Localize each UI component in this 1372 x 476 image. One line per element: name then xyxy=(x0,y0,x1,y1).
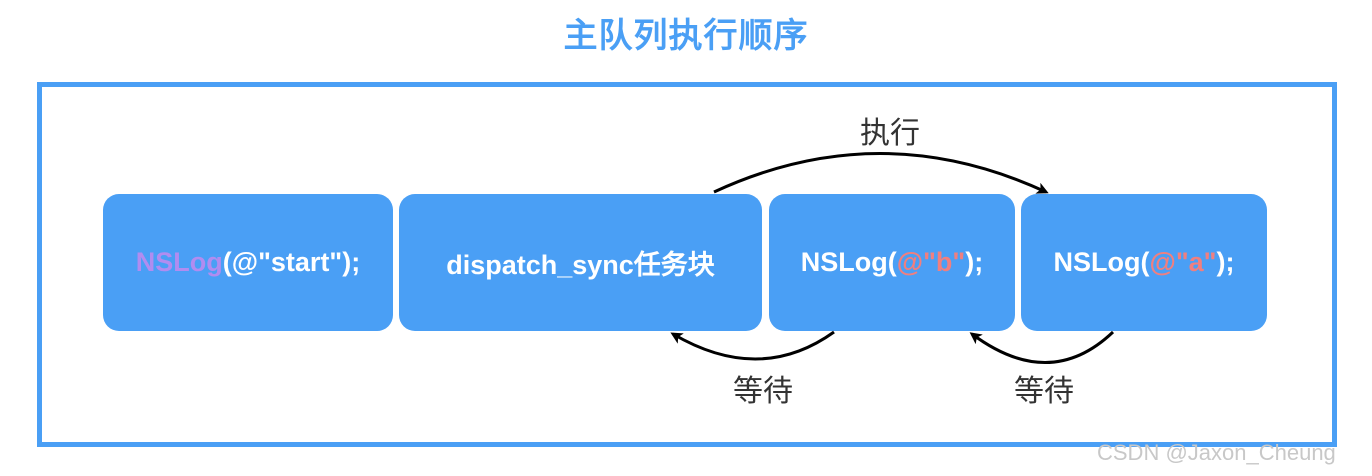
task-box-nslog-b: NSLog(@"b"); xyxy=(769,194,1015,331)
dispatch-sync-label: dispatch_sync任务块 xyxy=(446,250,715,280)
wait-label-2: 等待 xyxy=(1014,374,1074,409)
nslog-keyword: NSLog xyxy=(135,247,223,277)
nslog-prefix: NSLog( xyxy=(1053,247,1150,277)
task-box-dispatch-sync: dispatch_sync任务块 xyxy=(399,194,762,331)
task-box-nslog-a: NSLog(@"a"); xyxy=(1021,194,1267,331)
execute-label: 执行 xyxy=(860,116,920,151)
wait-label-1: 等待 xyxy=(733,374,793,409)
diagram-title: 主队列执行顺序 xyxy=(563,16,809,56)
execute-arrow xyxy=(713,152,1049,194)
nslog-suffix: ); xyxy=(965,247,984,277)
nslog-suffix: ); xyxy=(1216,247,1235,277)
wait-arrow-1 xyxy=(670,330,835,361)
wait-arrow-2 xyxy=(969,330,1115,364)
main-queue-frame xyxy=(37,82,1337,447)
nslog-string-b: @"b" xyxy=(896,247,966,277)
nslog-args: (@"start"); xyxy=(222,247,361,277)
watermark: CSDN @Jaxon_Cheung xyxy=(1097,440,1336,465)
task-box-nslog-start: NSLog(@"start"); xyxy=(103,194,393,331)
nslog-prefix: NSLog( xyxy=(800,247,897,277)
nslog-string-a: @"a" xyxy=(1149,247,1217,277)
